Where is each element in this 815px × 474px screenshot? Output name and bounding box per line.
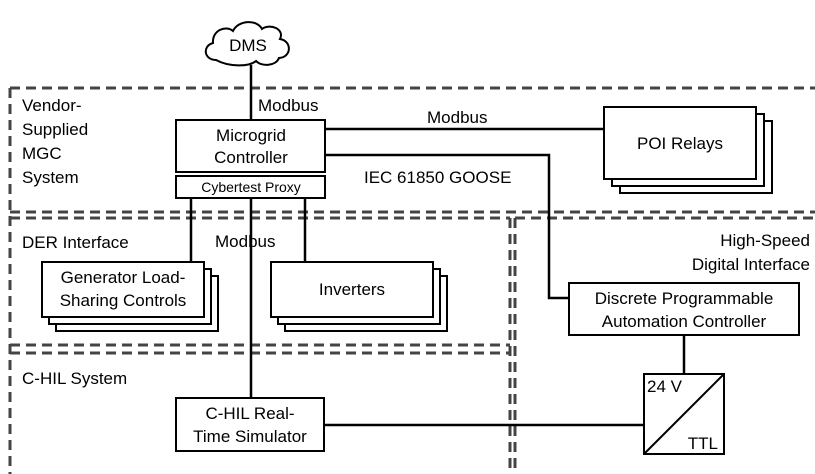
hsdi-region-label-2: Digital Interface — [692, 255, 810, 274]
chil-region-label: C-HIL System — [22, 369, 127, 388]
poi-relays-block: POI Relays — [603, 106, 773, 194]
region-boundaries — [8, 86, 815, 474]
simulator-label-1: C-HIL Real- — [205, 404, 294, 423]
der-modbus-label: Modbus — [215, 232, 275, 251]
converter-diagonal — [643, 373, 725, 455]
cloud-icon — [204, 21, 290, 67]
poi-relays-box — [603, 106, 757, 180]
pac-label-1: Discrete Programmable — [595, 289, 774, 308]
mgc-region-label-2: Supplied — [22, 120, 88, 139]
dms-modbus-label: Modbus — [258, 96, 318, 115]
pac-block: Discrete Programmable Automation Control… — [568, 282, 800, 336]
simulator-box — [175, 397, 325, 452]
level-converter-block: 24 V TTL — [643, 373, 725, 455]
cybertest-proxy-label: Cybertest Proxy — [201, 179, 301, 195]
poi-relays-label: POI Relays — [637, 134, 723, 153]
inverters-label: Inverters — [319, 280, 385, 299]
cybertest-proxy-block: Cybertest Proxy — [175, 175, 326, 199]
dms-cloud: DMS — [204, 21, 290, 67]
generator-controls-box — [41, 261, 205, 318]
poi-modbus-label: Modbus — [427, 108, 487, 127]
generator-controls-label-2: Sharing Controls — [60, 291, 187, 310]
microgrid-controller-label-2: Controller — [214, 148, 288, 167]
generator-controls-block: Generator Load- Sharing Controls — [41, 261, 219, 332]
converter-label-top: 24 V — [647, 377, 683, 396]
connections — [189, 65, 686, 427]
dms-label: DMS — [229, 36, 267, 55]
mgc-region-label-3: MGC — [22, 144, 62, 163]
cybertest-proxy-box — [175, 175, 326, 199]
goose-link — [325, 153, 569, 300]
der-region-label: DER Interface — [22, 233, 129, 252]
hsdi-region-label-1: High-Speed — [720, 231, 810, 250]
simulator-block: C-HIL Real- Time Simulator — [175, 397, 325, 452]
converter-label-bottom: TTL — [688, 434, 718, 453]
generator-controls-label-1: Generator Load- — [61, 268, 186, 287]
pac-label-2: Automation Controller — [602, 312, 767, 331]
simulator-label-2: Time Simulator — [193, 427, 307, 446]
microgrid-controller-label-1: Microgrid — [216, 126, 286, 145]
microgrid-controller-block: Microgrid Controller — [175, 119, 326, 173]
mgc-region-label-1: Vendor- — [22, 96, 82, 115]
mgc-region-label-4: System — [22, 168, 79, 187]
goose-label: IEC 61850 GOOSE — [364, 168, 511, 187]
inverters-block: Inverters — [270, 261, 448, 332]
microgrid-controller-box — [175, 119, 326, 173]
pac-box — [568, 282, 800, 336]
inverters-box — [270, 261, 434, 318]
